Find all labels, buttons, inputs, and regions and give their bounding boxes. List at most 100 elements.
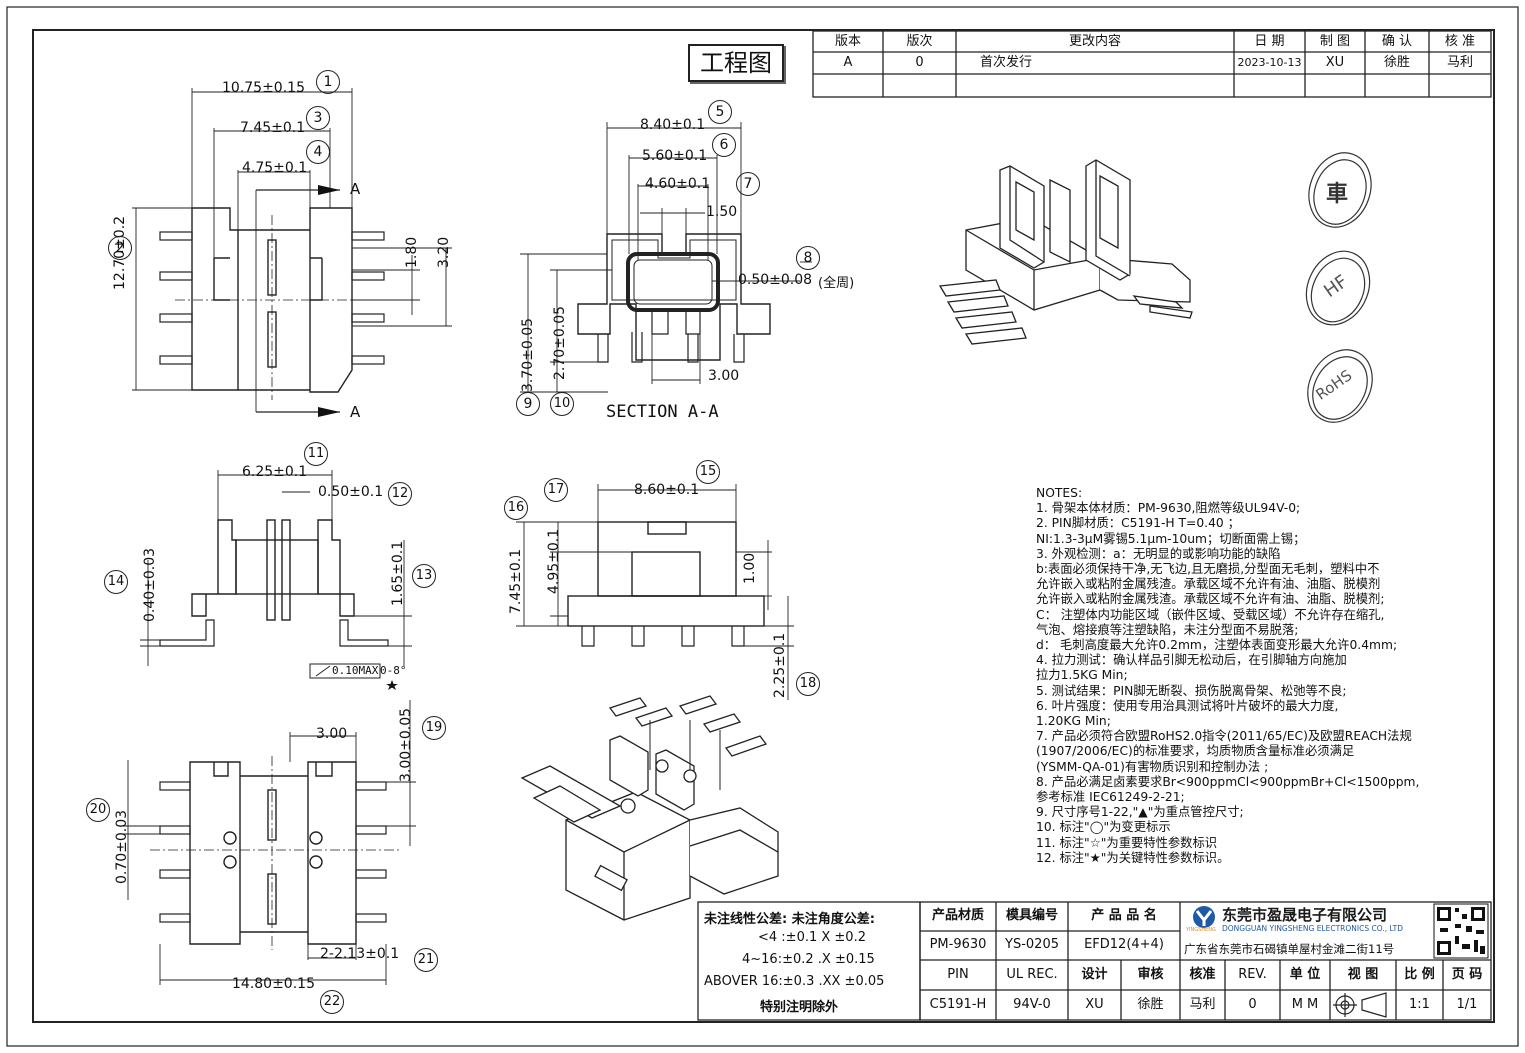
note-line: 6. 叶片强度：使用专用治具测试将叶片破坏的最大力度, (1036, 698, 1339, 713)
notes-heading: NOTES: (1036, 486, 1083, 500)
tolerance-heading: 未注线性公差: 未注角度公差: (704, 912, 875, 927)
tb-label-material: 产品材质 (931, 908, 984, 923)
tb-value-unit: M M (1291, 997, 1319, 1012)
dim-inner-width: 4.75±0.1 (242, 160, 308, 176)
projection-symbol-icon (1333, 992, 1387, 1018)
dim-section-inner: 4.60±0.1 (645, 176, 711, 192)
rev-header-approve: 核 准 (1444, 34, 1476, 49)
section-marker-top: A (350, 180, 361, 198)
top-view (132, 88, 452, 413)
note-line: 2. PIN脚材质：C5191-H T=0.40 ； (1036, 516, 1240, 531)
dim-side-height: 7.45±0.1 (508, 548, 524, 614)
note-line: (1907/2006/EC)的标准要求，均质物质含量标准必须满足 (1036, 744, 1355, 759)
notes-block: NOTES: 1. 骨架本体材质：PM-9630,阻燃等级UL94V-0; 2.… (1036, 486, 1496, 866)
dim-pin-gap: 3.00 (708, 368, 740, 384)
tb-label-unit: 单 位 (1289, 967, 1321, 982)
balloon-21: 21 (414, 948, 438, 972)
tb-value-review: 徐胜 (1137, 997, 1164, 1012)
tolerance-line: <4 :±0.1 X ±0.2 (758, 930, 866, 945)
rev-cell-edition: 0 (915, 55, 924, 70)
note-line: 允许嵌入或粘附金属残渣。承载区域不允许有油、油脂、脱模剂 (1036, 577, 1381, 592)
qr-code-icon (1433, 903, 1489, 959)
note-line: 7. 产品必须符合欧盟RoHS2.0指令(2011/65/EC)及欧盟REACH… (1036, 729, 1412, 744)
balloon-16: 16 (504, 496, 528, 520)
dim-pin-width: 0.70±0.03 (114, 809, 130, 884)
tb-label-view: 视 图 (1347, 967, 1379, 982)
dim-front-wall: 0.50±0.1 (318, 484, 384, 500)
section-view (520, 122, 812, 393)
title-block-grid (697, 901, 1492, 1021)
note-line: d： 毛刺高度最大允许0.2mm，注塑体表面变形最大允许0.4mm; (1036, 638, 1398, 653)
revision-table-grid (812, 30, 1492, 98)
note-line: 参考标准 IEC61249-2-21; (1036, 790, 1185, 805)
section-label: SECTION A-A (606, 402, 719, 422)
balloon-4: 4 (306, 140, 330, 164)
tolerance-line: ABOVER 16:±0.3 .XX ±0.05 (704, 974, 885, 989)
note-line: 1.20KG Min; (1036, 714, 1111, 729)
company-name-en: DONGGUAN YINGSHENG ELECTRONICS CO., LTD (1222, 924, 1403, 933)
tb-value-ul: 94V-0 (1013, 997, 1051, 1012)
note-line: 10. 标注"◯"为变更标示 (1036, 820, 1171, 835)
company-logo (1193, 906, 1215, 928)
dim-section-height: 3.70±0.05 (520, 317, 536, 392)
note-line: 拉力1.5KG Min; (1036, 668, 1128, 683)
tolerance-footnote: 特别注明除外 (760, 1000, 839, 1015)
dim-bottom-flange: 3.00 (316, 726, 348, 742)
side-view (516, 484, 794, 700)
balloon-14: 14 (104, 570, 128, 594)
tolerance-line: 4~16:±0.2 .X ±0.15 (742, 952, 875, 967)
rev-header-version: 版本 (834, 34, 861, 49)
balloon-5: 5 (708, 100, 732, 124)
tb-label-approve: 核准 (1189, 967, 1216, 982)
dim-pin-height: 1.65±0.1 (390, 540, 406, 606)
note-line: C： 注塑体内功能区域（嵌件区域、受载区域）不允许存在缩孔, (1036, 607, 1385, 622)
outer-border (6, 6, 1519, 1047)
note-line: (YSMM-QA-01)有害物质识别和控制办法 ; (1036, 759, 1269, 774)
balloon-7: 7 (736, 172, 760, 196)
flatness-value: 0.10MAX (332, 664, 379, 677)
note-line: 4. 拉力测试：确认样品引脚无松动后，在引脚轴方向施加 (1036, 653, 1347, 668)
rev-cell-version: A (843, 55, 853, 70)
note-line: 8. 产品必满足卤素要求Br<900ppmCl<900ppmBr+Cl<1500… (1036, 774, 1420, 789)
tb-label-pin: PIN (947, 967, 969, 982)
tb-value-product: EFD12(4+4) (1084, 937, 1164, 952)
dim-overall-width: 10.75±0.15 (222, 80, 305, 96)
note-line: 5. 测试结果：PIN脚无断裂、损伤脱离骨架、松弛等不良; (1036, 683, 1347, 698)
note-line: 12. 标注"★"为关键特性参数标识。 (1036, 850, 1230, 865)
rev-header-date: 日 期 (1254, 34, 1285, 49)
bottom-view (120, 700, 416, 985)
dim-slot-1: 1.80 (404, 236, 420, 268)
company-name-cn: 东莞市盈晟电子有限公司 (1222, 906, 1388, 924)
dim-pin-span: 14.80±0.15 (232, 976, 315, 992)
balloon-22: 22 (320, 990, 344, 1014)
note-line: 3. 外观检测：a：无明显的或影响功能的缺陷 (1036, 546, 1281, 561)
inner-border (32, 29, 1495, 1023)
tb-label-page: 页 码 (1451, 967, 1483, 982)
company-address: 广东省东莞市石碣镇单屋村金滩二街11号 (1184, 942, 1395, 956)
balloon-15: 15 (696, 460, 720, 484)
note-line: NI:1.3-3μM雾锡5.1μm-10um；切断面需上锡； (1036, 531, 1306, 546)
section-marker-bottom: A (350, 403, 361, 421)
dim-pin-thickness: 0.40±0.03 (142, 547, 158, 622)
tb-label-design: 设计 (1081, 967, 1108, 982)
note-line: b:表面必须保持干净,无飞边,且无磨损,分型面无毛刺，塑料中不 (1036, 562, 1380, 577)
dim-side-width: 8.60±0.1 (634, 482, 700, 498)
rev-header-drawn: 制 图 (1319, 34, 1351, 49)
dim-slot-2: 3.20 (436, 236, 452, 268)
balloon-9: 9 (516, 392, 540, 416)
rev-header-edition: 版次 (906, 34, 933, 49)
balloon-12: 12 (388, 482, 412, 506)
tb-value-material: PM-9630 (929, 937, 987, 952)
dim-flange-width: 7.45±0.1 (240, 120, 306, 136)
drawing-title: 工程图 (688, 44, 784, 82)
isometric-view-top (938, 159, 1193, 345)
tb-value-design: XU (1085, 997, 1104, 1012)
tb-label-product: 产 品 品 名 (1091, 908, 1157, 923)
tb-value-pin: C5191-H (929, 997, 987, 1012)
tb-label-review: 审核 (1137, 967, 1164, 982)
tb-label-mold: 模具编号 (1005, 908, 1058, 923)
balloon-13: 13 (412, 564, 436, 588)
tb-value-mold: YS-0205 (1005, 937, 1059, 952)
note-line: 9. 尺寸序号1-22,"▲"为重点管控尺寸; (1036, 805, 1244, 820)
